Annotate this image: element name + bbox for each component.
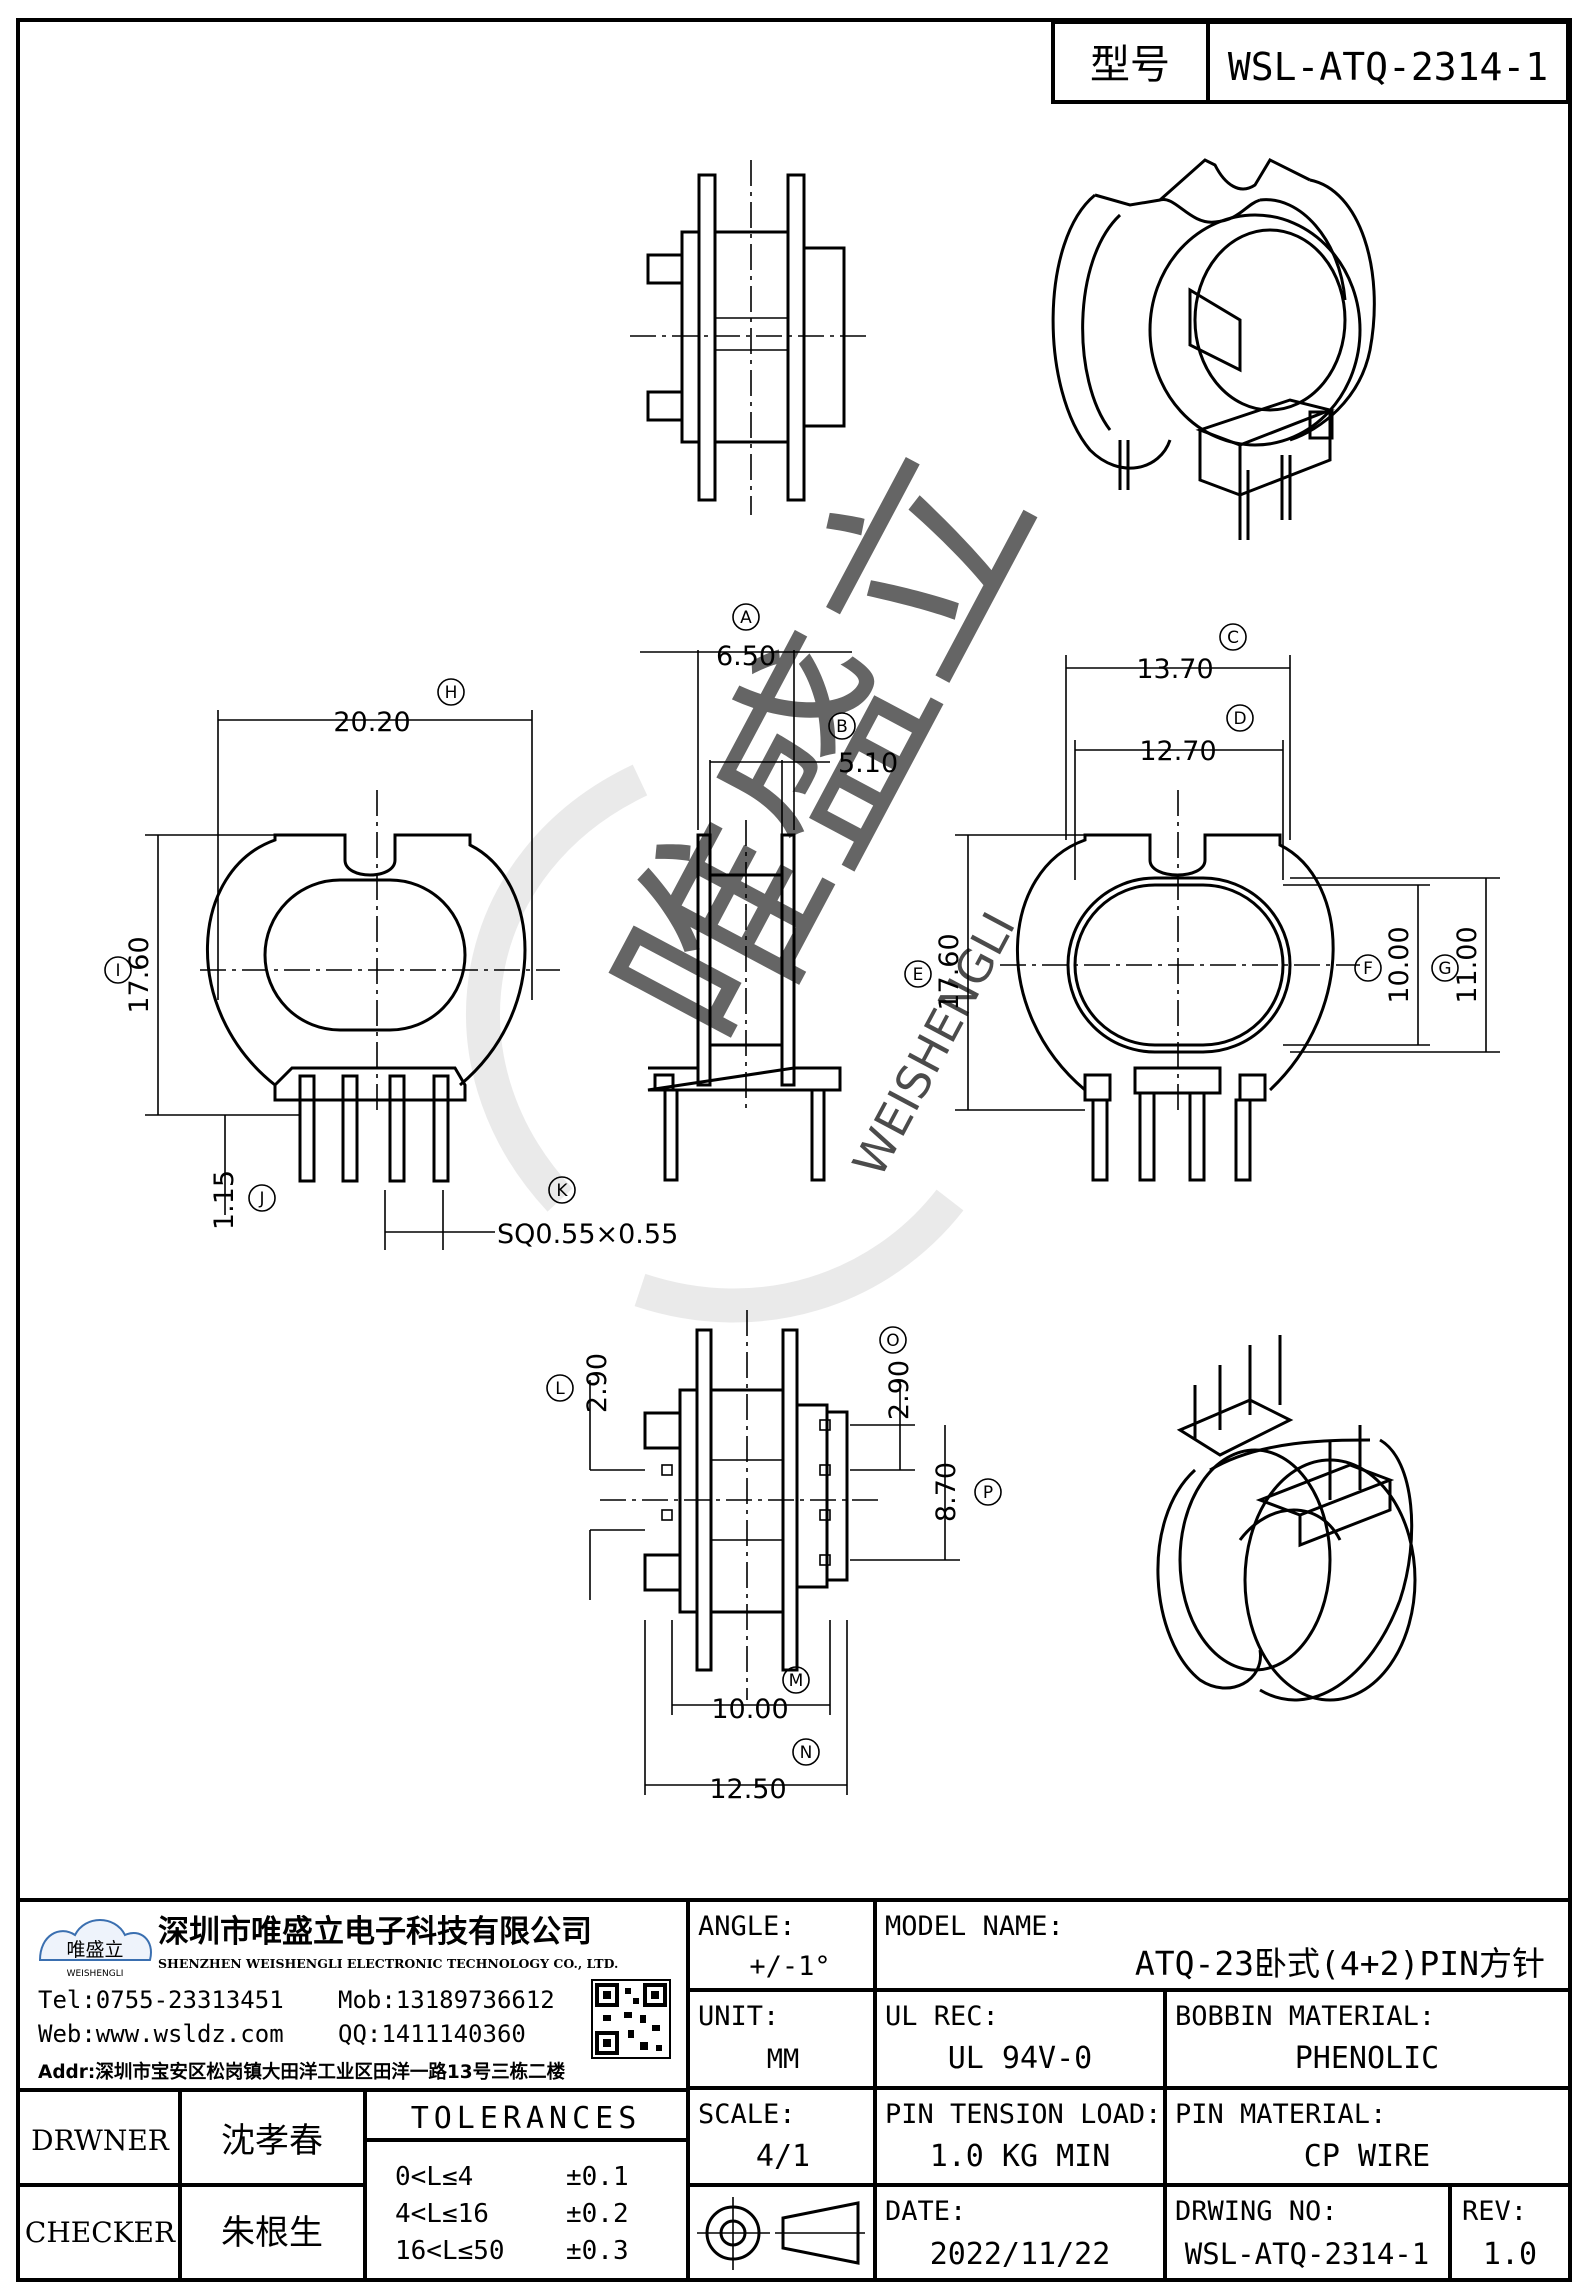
scale-label: SCALE: bbox=[698, 2099, 796, 2130]
logo-text: 唯盛立 bbox=[66, 1939, 123, 1961]
drawing-number-label: DRWING NO: bbox=[1175, 2196, 1338, 2227]
dim-n-value: 12.50 bbox=[709, 1774, 786, 1805]
tolerances-title: TOLERANCES bbox=[411, 2101, 642, 2136]
dim-l-value: 2.90 bbox=[582, 1353, 613, 1413]
dim-n-letter: N bbox=[800, 1743, 813, 1763]
dim-e-letter: E bbox=[913, 965, 924, 985]
outer-frame bbox=[16, 18, 1572, 2282]
type-value: WSL-ATQ-2314-1 bbox=[1228, 45, 1548, 89]
company-logo: 唯盛立 WEISHENGLI bbox=[38, 1919, 152, 1979]
dim-h-value: 20.20 bbox=[333, 707, 410, 738]
scale-value: 4/1 bbox=[756, 2139, 810, 2174]
bottom-view bbox=[600, 1310, 880, 1700]
logo-sub: WEISHENGLI bbox=[67, 1969, 124, 1979]
bobbin-value: PHENOLIC bbox=[1295, 2041, 1440, 2076]
company-name-en: SHENZHEN WEISHENGLI ELECTRONIC TECHNOLOG… bbox=[158, 1956, 618, 1971]
unit-value: MM bbox=[767, 2044, 800, 2075]
dimension-labels: A 6.50 B 5.10 C 13.70 D 12.70 E 17.60 F … bbox=[104, 603, 1483, 1805]
title-block: 唯盛立 WEISHENGLI 深圳市唯盛立电子科技有限公司 SHENZHEN W… bbox=[18, 1898, 1570, 2280]
pin-material-value: CP WIRE bbox=[1304, 2139, 1430, 2174]
dim-k-letter: K bbox=[556, 1181, 568, 1201]
checker-value: 朱根生 bbox=[221, 2213, 323, 2253]
projection-symbol bbox=[697, 2197, 865, 2270]
company-web: Web:www.wsldz.com bbox=[38, 2020, 284, 2048]
tolerance-value-1: ±0.1 bbox=[566, 2162, 629, 2192]
unit-label: UNIT: bbox=[698, 2001, 779, 2032]
date-value: 2022/11/22 bbox=[930, 2237, 1111, 2272]
dim-m-value: 10.00 bbox=[711, 1694, 788, 1725]
dim-m-letter: M bbox=[789, 1671, 804, 1691]
dim-j-letter: J bbox=[258, 1189, 264, 1209]
dim-e-value: 17.60 bbox=[934, 933, 965, 1010]
checker-label: CHECKER bbox=[25, 2216, 176, 2249]
qr-code bbox=[591, 1979, 671, 2059]
dim-g-letter: G bbox=[1438, 959, 1451, 979]
middle-side-view bbox=[647, 820, 842, 1182]
dim-d-letter: D bbox=[1233, 709, 1246, 729]
dim-c-value: 13.70 bbox=[1136, 654, 1213, 685]
angle-label: ANGLE: bbox=[698, 1911, 796, 1942]
dim-b-letter: B bbox=[836, 717, 848, 737]
dim-i-letter: I bbox=[115, 961, 120, 981]
watermark-brand: 唯盛立 bbox=[568, 412, 1080, 1083]
model-value: ATQ-23卧式(4+2)PIN方针 bbox=[1135, 1944, 1545, 1983]
rev-value: 1.0 bbox=[1483, 2237, 1537, 2272]
dim-a-letter: A bbox=[740, 608, 752, 628]
tolerance-range-3: 16<L≤50 bbox=[395, 2236, 505, 2266]
pin-material-label: PIN MATERIAL: bbox=[1175, 2099, 1386, 2130]
dim-j-value: 1.15 bbox=[209, 1170, 240, 1230]
company-name-cn: 深圳市唯盛立电子科技有限公司 bbox=[158, 1914, 592, 1950]
company-mob: Mob:13189736612 bbox=[338, 1986, 555, 2014]
type-label: 型号 bbox=[1090, 42, 1170, 88]
dim-k-value: SQ0.55×0.55 bbox=[497, 1219, 678, 1250]
tolerance-value-3: ±0.3 bbox=[566, 2236, 629, 2266]
ul-value: UL 94V-0 bbox=[948, 2041, 1093, 2076]
bobbin-label: BOBBIN MATERIAL: bbox=[1175, 2001, 1435, 2032]
dim-g-value: 11.00 bbox=[1452, 926, 1483, 1003]
model-label: MODEL NAME: bbox=[885, 1911, 1064, 1942]
isometric-view-top bbox=[1051, 158, 1376, 540]
tolerance-range-2: 4<L≤16 bbox=[395, 2199, 489, 2229]
tension-value: 1.0 KG MIN bbox=[930, 2139, 1111, 2174]
dim-p-value: 8.70 bbox=[931, 1462, 962, 1522]
dim-o-value: 2.90 bbox=[884, 1360, 915, 1420]
company-addr: Addr:深圳市宝安区松岗镇大田洋工业区田洋一路13号三栋二楼 bbox=[38, 2061, 566, 2083]
right-front-view bbox=[1000, 790, 1360, 1182]
drwner-value: 沈孝春 bbox=[221, 2121, 323, 2161]
isometric-view-bottom bbox=[1156, 1335, 1417, 1702]
dim-d-value: 12.70 bbox=[1139, 736, 1216, 767]
tolerance-value-2: ±0.2 bbox=[566, 2199, 629, 2229]
dim-p-letter: P bbox=[983, 1483, 993, 1503]
dim-l-letter: L bbox=[555, 1379, 565, 1399]
drwner-label: DRWNER bbox=[31, 2124, 170, 2157]
dim-c-letter: C bbox=[1227, 628, 1239, 648]
ul-label: UL REC: bbox=[885, 2001, 999, 2032]
tension-label: PIN TENSION LOAD: bbox=[885, 2099, 1161, 2130]
dimension-lines bbox=[145, 650, 1500, 1795]
dim-b-value: 5.10 bbox=[838, 748, 898, 779]
rev-label: REV: bbox=[1462, 2196, 1527, 2227]
type-header: 型号 WSL-ATQ-2314-1 bbox=[1051, 20, 1570, 104]
dim-o-letter: O bbox=[886, 1331, 899, 1351]
top-side-view bbox=[630, 160, 868, 515]
company-tel: Tel:0755-23313451 bbox=[38, 1986, 284, 2014]
tolerance-range-1: 0<L≤4 bbox=[395, 2162, 473, 2192]
left-front-view bbox=[200, 790, 560, 1183]
date-label: DATE: bbox=[885, 2196, 966, 2227]
dim-h-letter: H bbox=[445, 683, 458, 703]
company-qq: QQ:1411140360 bbox=[338, 2020, 526, 2048]
dim-i-value: 17.60 bbox=[124, 936, 155, 1013]
dim-f-value: 10.00 bbox=[1384, 926, 1415, 1003]
dim-a-value: 6.50 bbox=[716, 641, 776, 672]
angle-value: +/-1° bbox=[749, 1951, 830, 1982]
drawing-number-value: WSL-ATQ-2314-1 bbox=[1185, 2237, 1429, 2271]
dim-f-letter: F bbox=[1363, 959, 1373, 979]
